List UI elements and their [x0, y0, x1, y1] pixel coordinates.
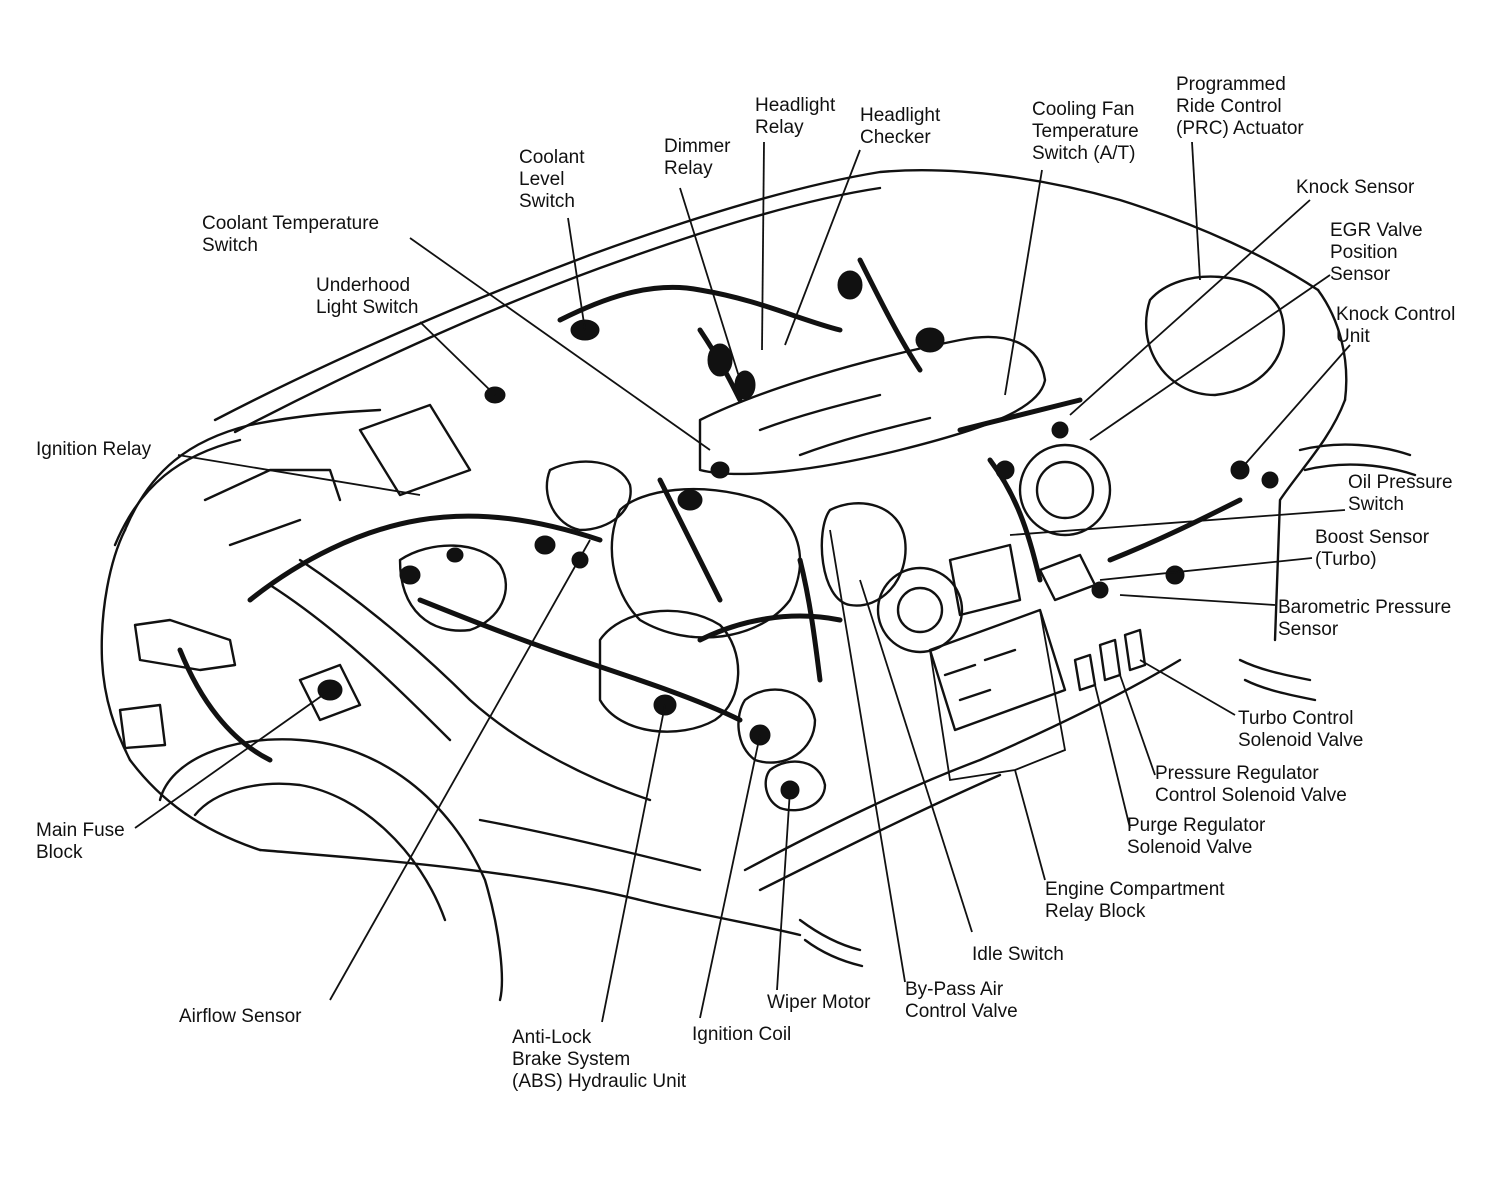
- label-airflow-sensor: Airflow Sensor: [179, 1006, 302, 1027]
- label-knock-control-unit: Knock Control Unit: [1336, 304, 1456, 347]
- label-underhood-light-switch: Underhood Light Switch: [316, 275, 419, 318]
- label-wiper-motor: Wiper Motor: [767, 992, 871, 1013]
- label-headlight-relay: Headlight Relay: [755, 95, 836, 138]
- label-ignition-relay: Ignition Relay: [36, 439, 152, 460]
- label-oil-pressure-switch: Oil Pressure Switch: [1348, 472, 1453, 515]
- connectors: [317, 270, 1279, 800]
- label-purge-regulator-solenoid-valve: Purge Regulator Solenoid Valve: [1127, 815, 1266, 858]
- label-turbo-control-solenoid-valve: Turbo Control Solenoid Valve: [1238, 708, 1364, 751]
- label-headlight-checker: Headlight Checker: [860, 105, 941, 148]
- label-barometric-pressure-sensor: Barometric Pressure Sensor: [1278, 597, 1452, 640]
- wiring-harness: [177, 257, 1243, 763]
- label-ignition-coil: Ignition Coil: [692, 1024, 792, 1045]
- label-abs-hydraulic-unit: Anti-Lock Brake System (ABS) Hydraulic U…: [512, 1027, 687, 1092]
- label-egr-valve-position-sensor: EGR Valve Position Sensor: [1330, 220, 1423, 285]
- label-idle-switch: Idle Switch: [972, 944, 1064, 965]
- label-bypass-air-control-valve: By-Pass Air Control Valve: [905, 979, 1018, 1022]
- label-main-fuse-block: Main Fuse Block: [36, 820, 125, 863]
- label-dimmer-relay: Dimmer Relay: [664, 136, 731, 179]
- label-coolant-temperature-switch: Coolant Temperature Switch: [202, 213, 380, 256]
- label-cooling-fan-temperature-switch: Cooling Fan Temperature Switch (A/T): [1032, 99, 1139, 164]
- leader-lines: [134, 141, 1351, 1023]
- label-coolant-level-switch: Coolant Level Switch: [519, 147, 585, 212]
- label-knock-sensor: Knock Sensor: [1296, 177, 1415, 198]
- label-pressure-regulator-control-solenoid-valve: Pressure Regulator Control Solenoid Valv…: [1155, 763, 1347, 806]
- label-boost-sensor: Boost Sensor (Turbo): [1315, 527, 1430, 570]
- label-engine-compartment-relay-block: Engine Compartment Relay Block: [1045, 879, 1225, 922]
- label-programmed-ride-control-actuator: Programmed Ride Control (PRC) Actuator: [1176, 74, 1304, 139]
